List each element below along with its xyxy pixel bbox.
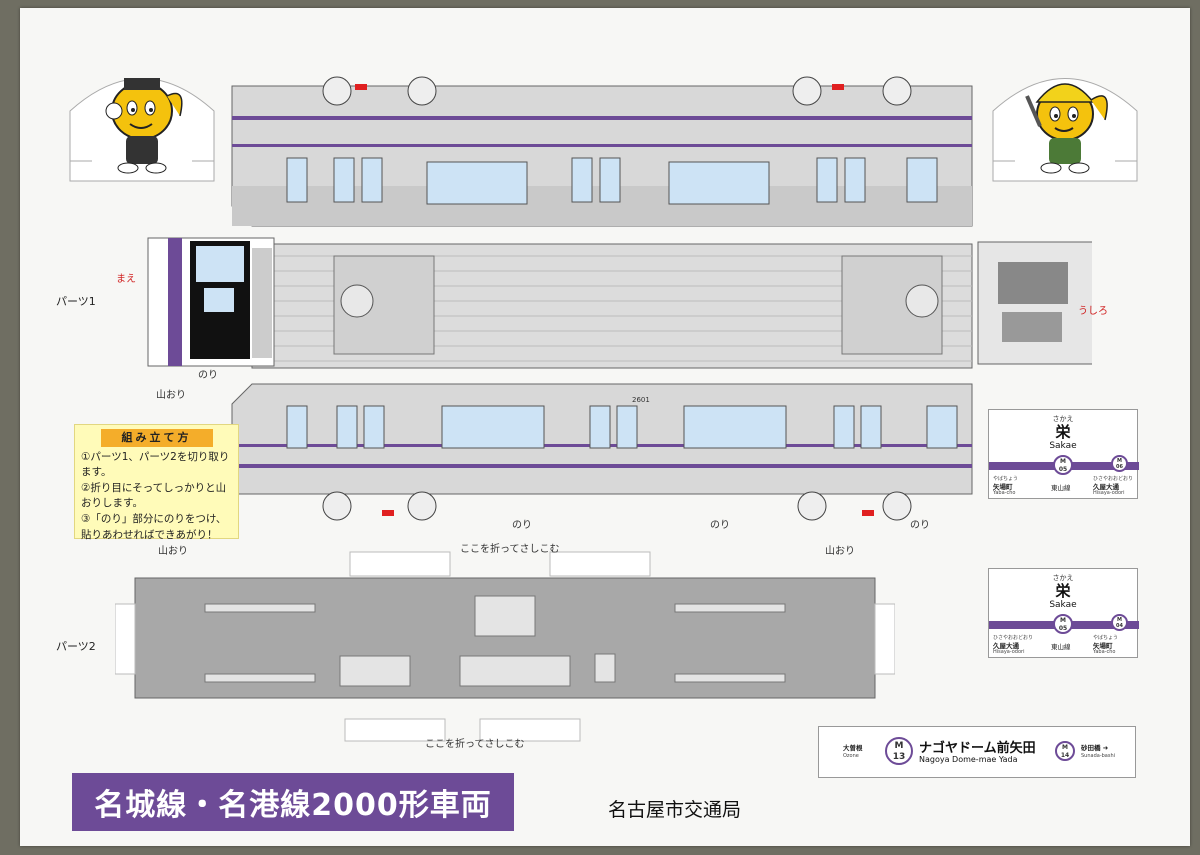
sign-right-station: 砂田橋 ➜ [1081,744,1109,752]
sign-left-station: 大曽根 [843,744,863,752]
sign-right-station: 久屋大通 [1093,483,1119,491]
mascot-worker-card [992,78,1138,182]
sign-roman-name: Nagoya Dome-mae Yada [919,755,1018,764]
glue-label: のり [198,370,218,381]
sign-station-name: 栄 [1055,582,1071,600]
sign-station-name: ナゴヤドーム前矢田 [919,741,1036,756]
mascot-conductor-card [69,78,215,182]
instruction-step: ③「のり」部分にのりをつけ、貼りあわせればできあがり！ [81,512,227,541]
train-net-part1 [147,76,1092,521]
instructions-title: 組み立て方 [100,429,213,447]
papercraft-sheet: パーツ1 パーツ2 山おり 山おり 山おり ここを折ってさしこむ ここを折ってさ… [20,8,1190,846]
sign-right-station: 矢場町 [1093,642,1113,650]
part1-label: パーツ1 [56,295,96,308]
fold-mountain-label: 山おり [156,390,186,401]
sign-roman-name: Sakae [1049,441,1077,451]
instruction-step: ①パーツ1、パーツ2を切り取ります。 [81,450,230,479]
sign-transfer: 東山線 [1051,643,1071,651]
arrow-right-icon: ➜ [1102,744,1109,752]
sign-left-station: 矢場町 [993,483,1013,491]
front-label: まえ [116,274,136,285]
rear-label: うしろ [1078,306,1108,317]
sign-kana: さかえ [1052,415,1074,423]
car-number: 2601 [632,396,650,404]
sign-transfer: 東山線 [1051,484,1071,492]
main-title: 名城線・名港線2000形車両 [72,773,514,831]
train-net-part2 [115,551,895,742]
sign-left-station: 久屋大通 [993,642,1019,650]
instruction-step: ②折り目にそってしっかりと山おりします。 [81,481,227,510]
fold-tuck-label: ここを折ってさしこむ [460,544,560,555]
sign-roman-name: Sakae [1049,600,1077,610]
sign-station-name: 栄 [1055,423,1071,441]
agency-name: 名古屋市交通局 [608,799,742,821]
part2-label: パーツ2 [56,640,96,653]
fold-tuck-label: ここを折ってさしこむ [425,739,525,750]
fold-mountain-label: 山おり [825,546,855,557]
glue-label: のり [910,520,930,531]
sign-kana: さかえ [1052,574,1074,582]
assembly-instructions: 組み立て方 ①パーツ1、パーツ2を切り取ります。 ②折り目にそってしっかりと山お… [74,424,239,541]
glue-label: のり [512,520,532,531]
fold-mountain-label: 山おり [158,546,188,557]
glue-label: のり [710,520,730,531]
